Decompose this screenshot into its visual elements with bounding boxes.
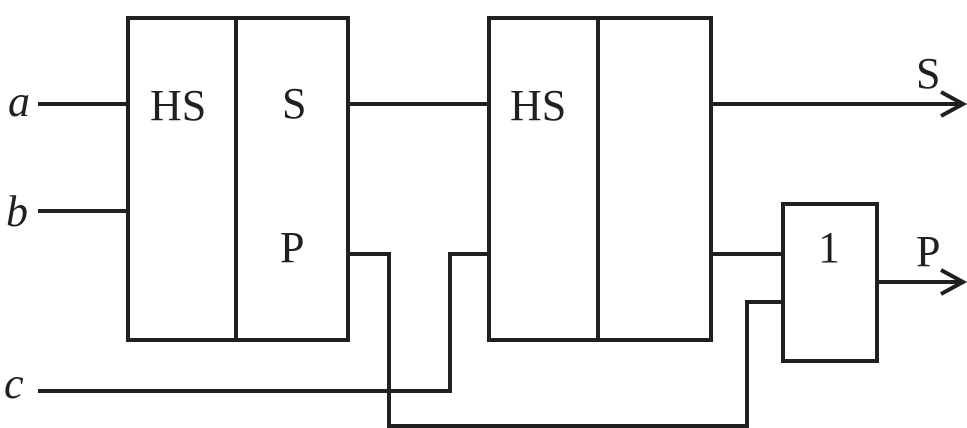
- half-adder-1-sum-label: S: [282, 79, 306, 128]
- half-adder-1-carry-label: P: [280, 223, 304, 272]
- carry-output-arrowhead: [940, 268, 967, 296]
- sum-output-arrowhead: [940, 90, 967, 118]
- output-carry-label: P: [916, 227, 940, 276]
- wire-carry-1-to-or: [348, 252, 783, 428]
- wire-c-to-ha2: [38, 252, 489, 393]
- input-b-label: b: [6, 187, 28, 236]
- half-adder-2: HS: [487, 16, 713, 342]
- input-a-label: a: [8, 77, 30, 126]
- or-gate: 1: [781, 202, 879, 363]
- half-adder-1-title: HS: [150, 81, 206, 130]
- output-sum-label: S: [916, 49, 940, 98]
- input-c-label: c: [4, 359, 24, 408]
- half-adder-1: HS S P: [126, 16, 350, 342]
- half-adder-2-title: HS: [510, 81, 566, 130]
- or-gate-label: 1: [818, 223, 840, 272]
